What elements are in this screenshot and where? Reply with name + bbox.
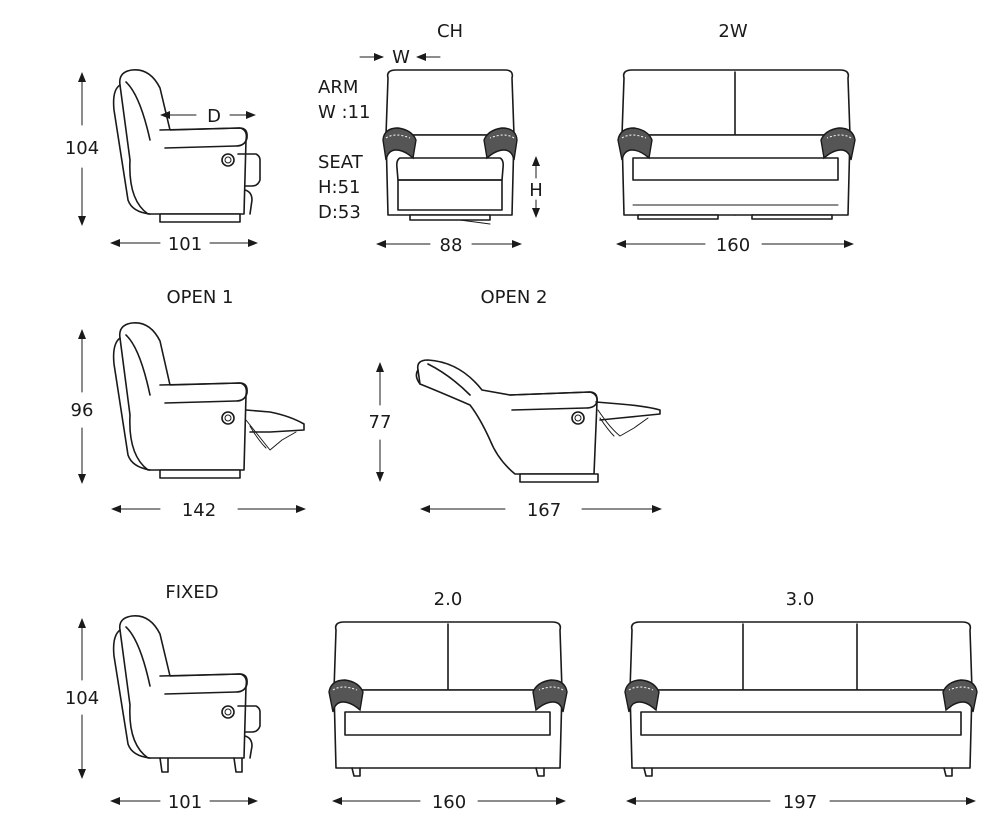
open2-side-view: OPEN 2 77 167 bbox=[369, 287, 662, 521]
open1-title: OPEN 1 bbox=[166, 287, 233, 308]
fixed-width-label: 101 bbox=[168, 792, 202, 813]
seat-label: SEAT bbox=[318, 152, 364, 173]
seat-height-marker: H bbox=[529, 180, 543, 201]
ch-title: CH bbox=[437, 21, 463, 42]
open1-height-label: 96 bbox=[71, 400, 94, 421]
arm-label: ARM bbox=[318, 77, 358, 98]
open1-side-view: OPEN 1 96 142 bbox=[71, 287, 306, 521]
open1-width-label: 142 bbox=[182, 500, 216, 521]
height-dimension-104: 104 bbox=[65, 72, 99, 226]
two-w-title: 2W bbox=[718, 21, 747, 42]
arm-width-marker: W bbox=[392, 47, 410, 68]
fixed-height-label: 104 bbox=[65, 688, 99, 709]
specs-block: ARM W :11 SEAT H:51 D:53 bbox=[318, 77, 371, 223]
open2-height-label: 77 bbox=[369, 412, 392, 433]
two-zero-title: 2.0 bbox=[434, 589, 463, 610]
width-dimension-101: 101 bbox=[110, 234, 258, 255]
depth-marker: D bbox=[160, 106, 256, 127]
three-zero-title: 3.0 bbox=[786, 589, 815, 610]
recliner-side-view bbox=[112, 69, 261, 223]
three-zero-width-label: 197 bbox=[783, 792, 817, 813]
ch-width-label: 88 bbox=[440, 235, 463, 256]
side-height-label: 104 bbox=[65, 138, 99, 159]
depth-label: D bbox=[207, 106, 221, 127]
two-w-width-label: 160 bbox=[716, 235, 750, 256]
two-w-front-view: 2W 160 bbox=[616, 21, 856, 256]
arm-width: W :11 bbox=[318, 102, 371, 123]
side-width-label: 101 bbox=[168, 234, 202, 255]
seat-height: H:51 bbox=[318, 177, 361, 198]
ch-front-view: CH W H 88 bbox=[359, 21, 543, 256]
seat-depth: D:53 bbox=[318, 202, 361, 223]
fixed-side-view: FIXED 104 101 bbox=[65, 582, 261, 813]
fixed-title: FIXED bbox=[165, 582, 218, 603]
open2-title: OPEN 2 bbox=[480, 287, 547, 308]
two-zero-front-view: 2.0 160 bbox=[328, 589, 568, 813]
three-zero-front-view: 3.0 197 bbox=[624, 589, 978, 813]
two-zero-width-label: 160 bbox=[432, 792, 466, 813]
open2-width-label: 167 bbox=[527, 500, 561, 521]
